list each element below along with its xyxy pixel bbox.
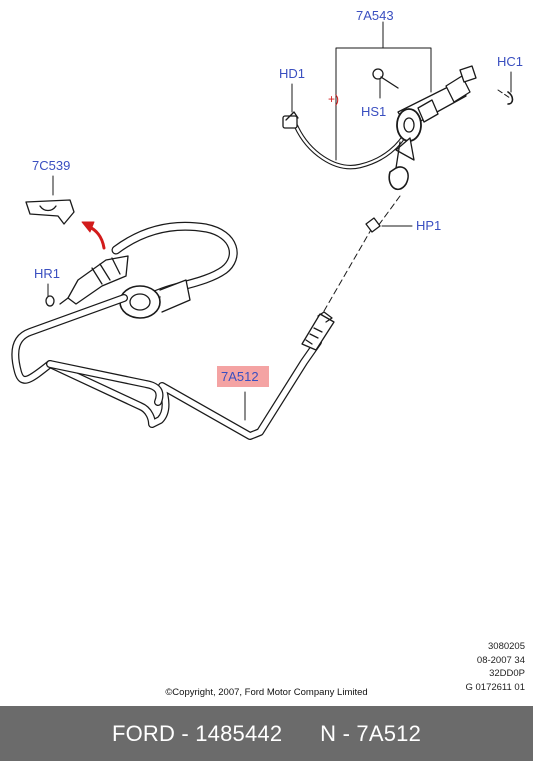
brand-part-number: FORD - 1485442 — [111, 720, 283, 746]
part-number-banner: FORD - 1485442 N - 7A512 — [0, 706, 533, 761]
footer-spacer — [282, 721, 320, 747]
reference-number: N - 7A512 — [320, 720, 422, 746]
meta-line-2: 08-2007 34 — [476, 654, 525, 666]
clip-HP1 — [365, 217, 381, 233]
callout-HS1: HS1 — [361, 104, 386, 119]
callout-7A543: 7A543 — [356, 8, 394, 23]
parts-diagram: 7A543 HD1 HC1 HS1 +) 7C539 HP1 HR1 7A512 — [11, 8, 523, 440]
callout-7A512: 7A512 — [221, 369, 259, 384]
clutch-tube-7A512 — [11, 221, 335, 440]
copyright-notice: ©Copyright, 2007, Ford Motor Company Lim… — [165, 687, 368, 698]
callout-plus: +) — [328, 92, 339, 106]
diagram-metadata: 3080205 08-2007 34 32DD0P G 0172611 01 — [465, 640, 525, 694]
callout-HP1: HP1 — [416, 218, 441, 233]
meta-line-1: 3080205 — [488, 641, 525, 652]
leader-lines — [47, 21, 512, 421]
meta-line-3: 32DD0P — [489, 668, 525, 679]
callout-HC1: HC1 — [497, 54, 523, 69]
meta-line-4: G 0172611 01 — [465, 681, 525, 693]
callout-HD1: HD1 — [279, 66, 305, 81]
bracket-7C539 — [25, 199, 75, 225]
callout-HR1: HR1 — [34, 266, 60, 281]
callout-7C539: 7C539 — [32, 158, 70, 173]
callout-highlight — [217, 366, 269, 387]
master-cylinder-7A543 — [282, 65, 514, 190]
